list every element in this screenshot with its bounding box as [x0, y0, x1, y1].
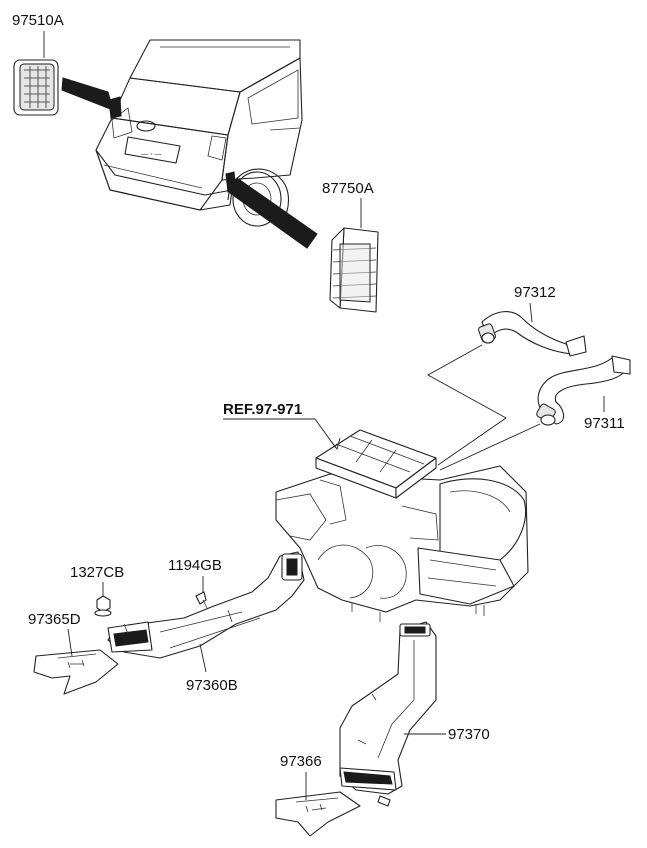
reference-label: REF.97-971: [223, 401, 302, 418]
label-87750a: 87750A: [322, 180, 374, 197]
label-97370: 97370: [448, 726, 490, 743]
screw-icon: [195, 591, 209, 611]
louvered-vent-icon: [329, 227, 379, 313]
label-97312: 97312: [514, 284, 556, 301]
label-97510a: 97510A: [12, 12, 64, 29]
heater-hose-icon: [536, 355, 631, 426]
air-duct-icon: [275, 791, 361, 837]
air-duct-icon: [107, 551, 305, 659]
air-duct-icon: [33, 649, 119, 695]
label-97365d: 97365D: [28, 611, 81, 628]
label-97360b: 97360B: [186, 677, 238, 694]
vent-grille-icon: [13, 59, 59, 116]
heater-hose-icon: [478, 311, 587, 357]
label-97311: 97311: [584, 415, 625, 432]
label-97366: 97366: [280, 753, 322, 770]
label-1327cb: 1327CB: [70, 564, 124, 581]
label-1194gb: 1194GB: [168, 557, 222, 574]
air-duct-icon: [339, 621, 437, 807]
flange-nut-icon: [94, 595, 112, 617]
heater-unit-icon: [275, 429, 529, 622]
svg-text:— ◦ —: — ◦ —: [141, 151, 161, 158]
car-rear-quarter-icon: — ◦ —: [95, 39, 303, 227]
